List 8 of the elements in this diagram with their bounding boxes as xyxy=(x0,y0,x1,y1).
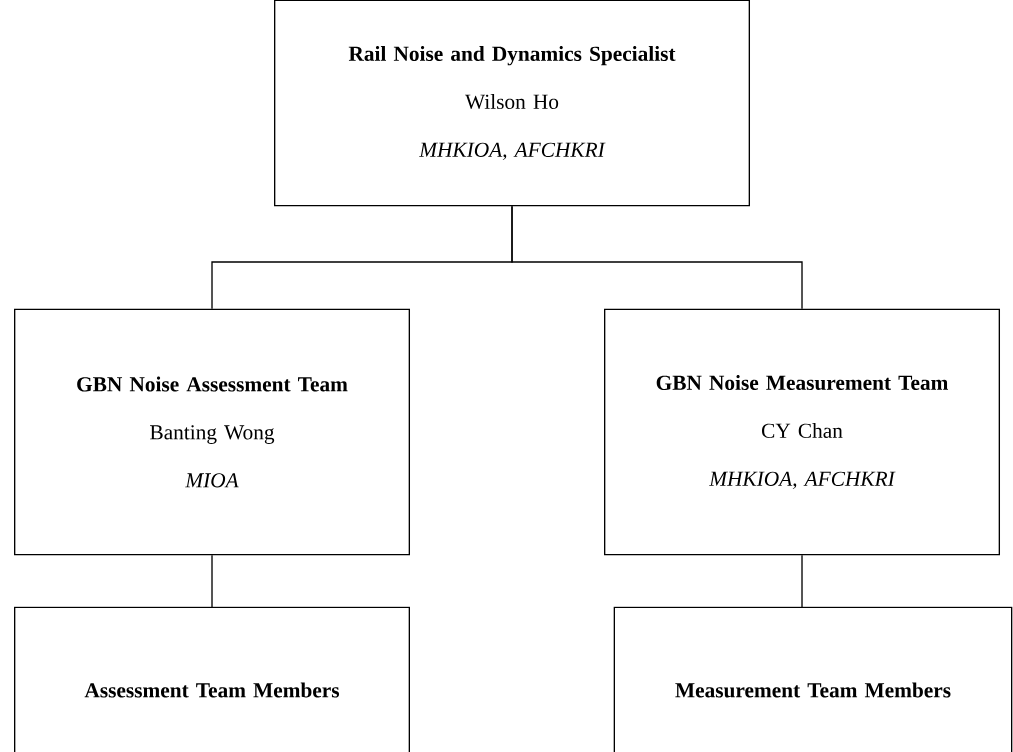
org-box: Rail Noise and Dynamics Specialist Wilson Ho MHKIOA, AFCHKRI xyxy=(274,0,750,207)
connector-line xyxy=(801,554,803,608)
org-box: Assessment Team Members xyxy=(14,606,410,752)
org-box: GBN Noise Assessment Team Banting Wong MIOA xyxy=(14,308,410,556)
connector-line xyxy=(211,554,213,608)
org-box: GBN Noise Measurement Team CY Chan MHKIOA, AFCHKRI xyxy=(604,308,1000,556)
connector-line xyxy=(511,205,803,310)
org-box: Measurement Team Members xyxy=(613,606,1013,752)
